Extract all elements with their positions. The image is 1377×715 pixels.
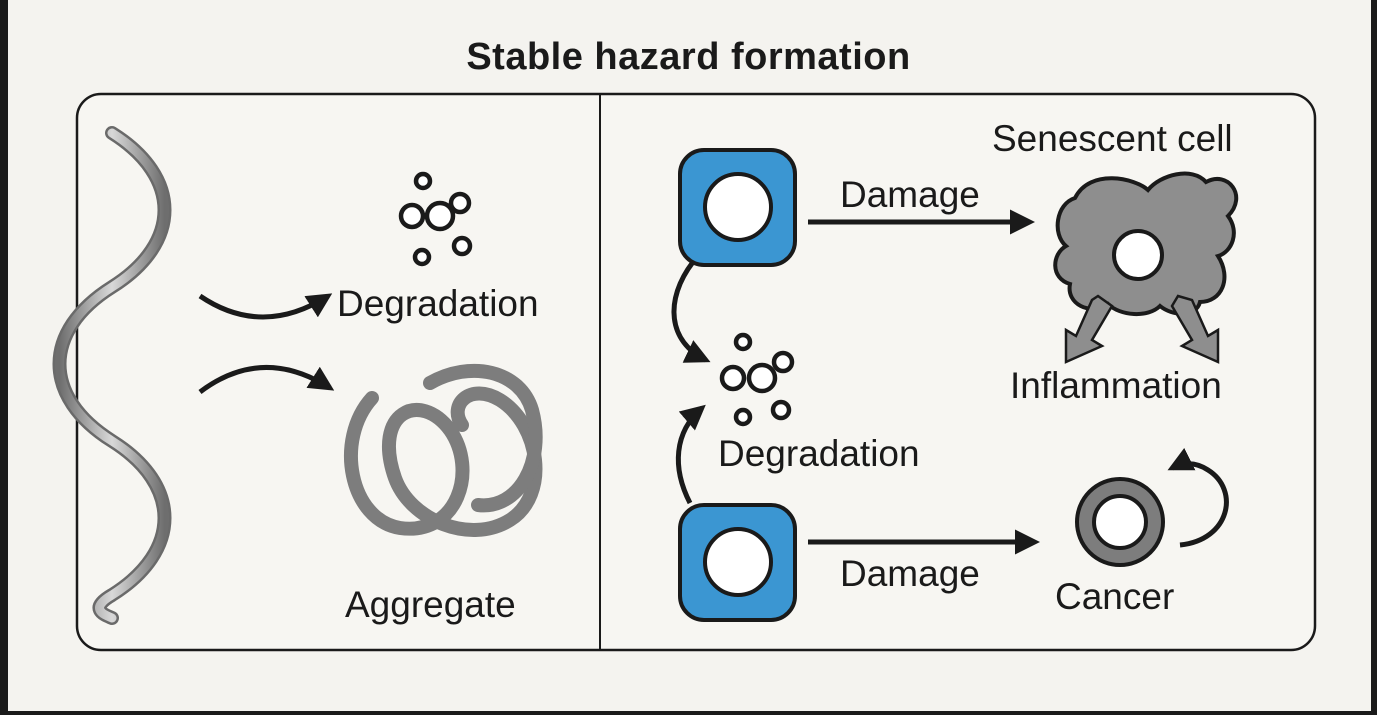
degradation-label-left: Degradation — [337, 283, 539, 324]
degradation-bubbles-icon-right — [719, 332, 795, 427]
cancer-cell — [1075, 477, 1165, 567]
protein-helix — [52, 126, 172, 625]
cancer-proliferation-arrow — [1167, 447, 1229, 548]
inflammation-arrows — [1064, 294, 1220, 364]
inflammation-label: Inflammation — [1010, 365, 1222, 406]
damage-label-top: Damage — [840, 174, 980, 215]
arrow-to-aggregate — [198, 364, 335, 394]
figure-title: Stable hazard formation — [466, 36, 911, 78]
damage-label-bottom: Damage — [840, 553, 980, 594]
cancer-label: Cancer — [1055, 576, 1174, 617]
healthy-cell-bottom — [678, 503, 797, 622]
arrow-bottom-cell-to-degradation — [675, 404, 706, 505]
degradation-label-right: Degradation — [718, 433, 920, 474]
aggregate-tangle — [344, 363, 543, 537]
arrow-top-cell-to-degradation — [671, 260, 711, 363]
aggregate-label: Aggregate — [345, 584, 516, 625]
main-panel — [75, 92, 1317, 652]
healthy-cell-top — [678, 148, 797, 267]
senescent-cell — [1053, 171, 1239, 316]
senescent-cell-label: Senescent cell — [992, 118, 1233, 159]
degradation-bubbles-icon — [398, 171, 473, 267]
arrow-to-degradation-left — [198, 293, 333, 320]
